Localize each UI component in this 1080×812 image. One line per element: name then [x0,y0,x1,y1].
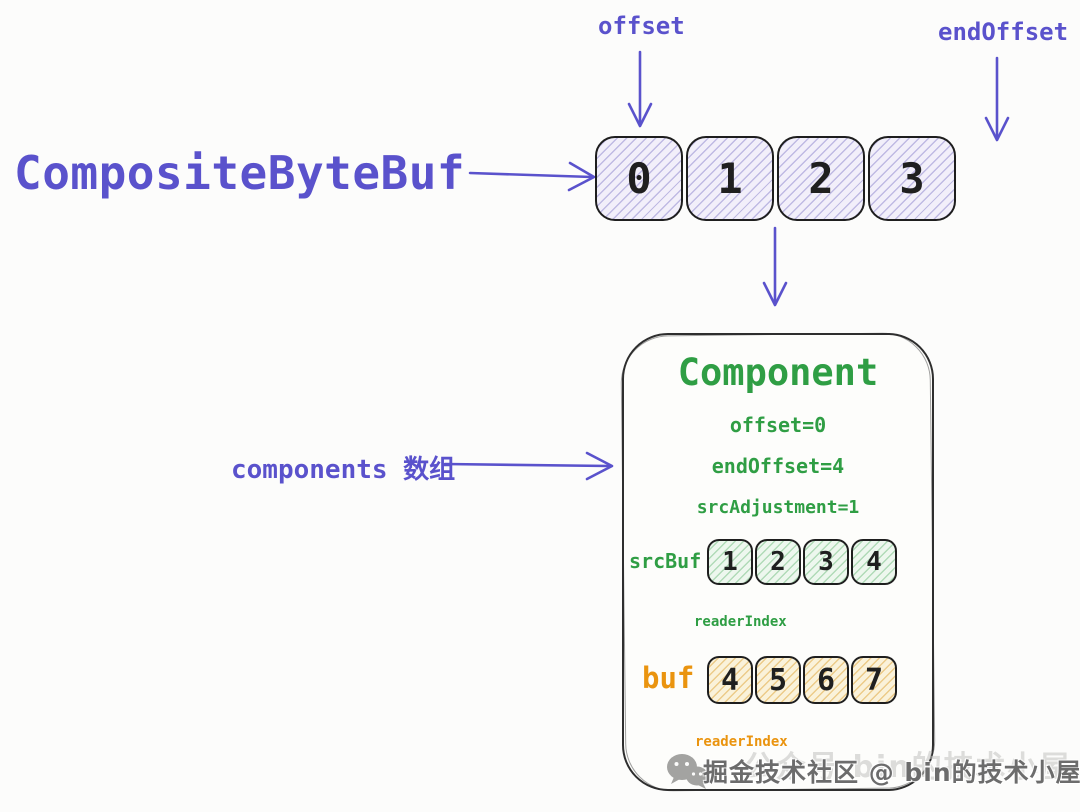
composite-to-buffer-arrow [468,161,596,192]
composite-cell-3: 3 [868,136,956,221]
composite-buffer-row: 0 1 2 3 [595,136,956,221]
src-buf-label: srcBuf [629,549,702,573]
component-field-end-offset: endOffset=4 [711,454,845,478]
component-field-offset: offset=0 [729,413,827,437]
components-array-arrow [443,451,614,481]
component-panel: Component offset=0 endOffset=4 srcAdjust… [622,333,934,791]
src-buf-cell-2: 3 [803,539,849,585]
end-offset-label: endOffset [938,18,1069,46]
buf-row: 4 5 6 7 [707,656,897,704]
buf-reader-index-label: readerIndex [695,734,788,750]
buf-cell-2: 6 [803,656,849,704]
component-field-src-adjustment: srcAdjustment=1 [696,497,860,518]
buffer-to-component-arrow [762,226,788,307]
components-array-label: components 数组 [231,455,456,485]
buf-cell-0: 4 [707,656,753,704]
component-title: Component [677,351,879,394]
offset-label: offset [598,12,685,40]
offset-arrow [627,50,653,128]
composite-cell-0: 0 [595,136,683,221]
composite-byte-buf-label: CompositeByteBuf [14,146,466,200]
src-buf-cell-0: 1 [707,539,753,585]
buf-cell-1: 5 [755,656,801,704]
buf-cell-3: 7 [851,656,897,704]
composite-cell-1: 1 [686,136,774,221]
buf-label: buf [642,661,695,695]
src-buf-cell-1: 2 [755,539,801,585]
composite-cell-2: 2 [777,136,865,221]
src-buf-row: 1 2 3 4 [707,539,897,585]
src-buf-cell-3: 4 [851,539,897,585]
end-offset-arrow [984,56,1010,142]
src-buf-reader-index-label: readerIndex [694,614,787,630]
